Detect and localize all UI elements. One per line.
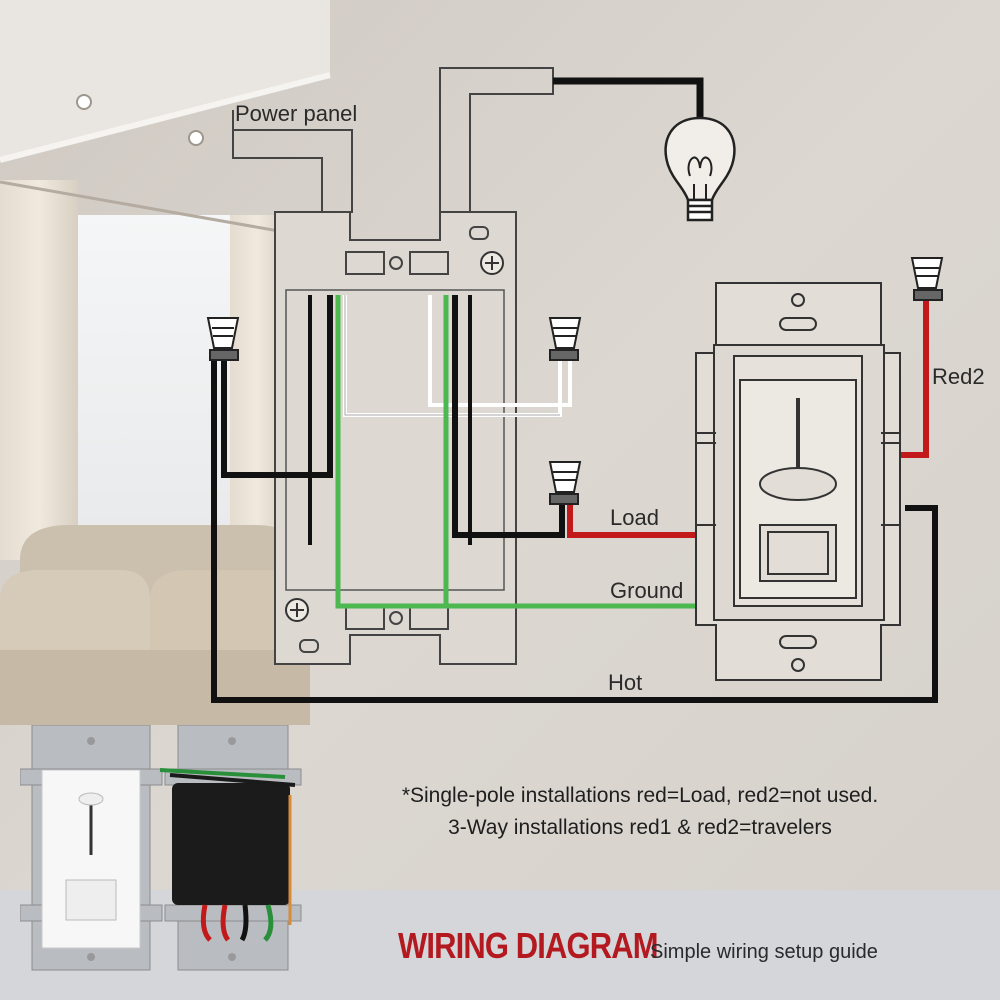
installation-note-line1: *Single-pole installations red=Load, red…	[401, 784, 879, 807]
dimmer-back	[159, 725, 302, 971]
screw-icon	[285, 251, 504, 622]
ceiling	[0, 0, 330, 160]
dimmer-front	[20, 725, 163, 971]
light-bulb-icon	[664, 116, 736, 222]
footer-subtitle: Simple wiring setup guide	[650, 941, 878, 963]
load-label: Load	[610, 505, 659, 530]
wire-nut-icon	[206, 257, 944, 505]
footer-title: WIRING DIAGRAM Simple wiring setup guide	[398, 925, 878, 967]
installation-note-line2: 3-Way installations red1 & red2=traveler…	[448, 816, 832, 839]
power-panel-label: Power panel	[235, 101, 358, 126]
ground-label: Ground	[610, 578, 684, 603]
red2-label: Red2	[932, 364, 985, 389]
sofa	[0, 525, 310, 725]
curtain	[0, 180, 78, 560]
installation-note: *Single-pole installations red=Load, red…	[340, 780, 940, 844]
dimmer-switch	[695, 282, 901, 681]
footer-title-main: WIRING DIAGRAM	[398, 925, 659, 966]
ceiling-light-icon	[76, 94, 204, 146]
dimmer-product-photo	[20, 725, 302, 971]
hot-label: Hot	[608, 670, 643, 695]
